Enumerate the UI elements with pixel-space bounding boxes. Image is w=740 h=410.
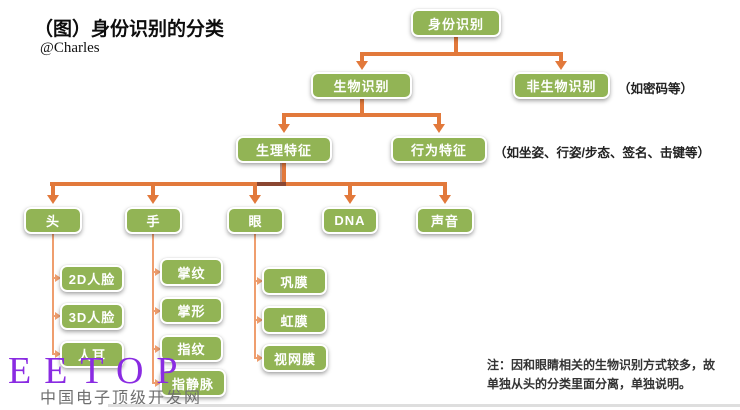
arrow-down-eye-icon: [249, 195, 261, 204]
author-credit: @Charles: [40, 40, 100, 56]
node-palm-print: 掌纹: [160, 258, 223, 286]
connector-hand-drop: [151, 182, 155, 196]
eetop-logo-subtitle: 中国电子顶级开发网: [40, 390, 203, 407]
node-non-biometric: 非生物识别: [513, 72, 610, 99]
connector-level3-rail: [282, 113, 441, 117]
arrow-right-ear-icon: [55, 350, 61, 358]
node-sclera: 巩膜: [262, 267, 327, 295]
connector-behavior-drop: [437, 113, 441, 125]
note-behavioral-example: （如坐姿、行姿/步态、签名、击键等）: [494, 146, 710, 160]
arrow-down-nonbio-icon: [555, 61, 567, 70]
connector-bio-stem: [360, 98, 364, 115]
connector-level4-rail: [50, 182, 446, 186]
node-palm-shape: 掌形: [160, 297, 223, 324]
node-2d-face: 2D人脸: [60, 265, 124, 292]
connector-eye-branch-line: [254, 233, 256, 359]
arrow-right-retina-icon: [257, 354, 263, 362]
connector-physio-stem-shade: [280, 162, 282, 183]
node-physiological: 生理特征: [236, 136, 332, 163]
connector-root-stem: [454, 36, 458, 54]
node-behavioral: 行为特征: [391, 136, 487, 163]
connector-bio-drop: [360, 52, 364, 62]
node-dna: DNA: [322, 207, 378, 234]
node-fingerprint: 指纹: [160, 335, 223, 362]
connector-face3d-seg: [52, 315, 55, 317]
node-biometric: 生物识别: [311, 72, 412, 99]
connector-nonbio-drop: [559, 52, 563, 62]
connector-palmprint-seg: [152, 271, 156, 273]
footnote-line-1: 注：因和眼睛相关的生物识别方式较多，故: [487, 358, 716, 372]
connector-hand-branch-line: [152, 233, 154, 383]
arrow-right-fingervein-icon: [155, 379, 161, 387]
node-hand: 手: [125, 207, 182, 234]
connector-head-drop: [51, 182, 55, 196]
arrow-down-bio-icon: [356, 61, 368, 70]
arrow-down-behavior-icon: [433, 124, 445, 133]
connector-face2d-seg: [52, 277, 55, 279]
arrow-down-dna-icon: [344, 195, 356, 204]
node-human-ear: 人耳: [60, 341, 124, 368]
footnote: 注：因和眼睛相关的生物识别方式较多，故 单独从头的分类里面分离，单独说明。: [487, 356, 715, 394]
bottom-divider: [108, 404, 740, 407]
arrow-right-palmshape-icon: [155, 307, 161, 315]
connector-physio-stem: [282, 162, 286, 183]
connector-eye-drop: [253, 182, 257, 196]
note-non-biometric-example: （如密码等）: [618, 82, 694, 96]
node-3d-face: 3D人脸: [60, 303, 124, 330]
connector-level2-rail: [360, 52, 563, 56]
connector-head-branch-line: [52, 233, 54, 354]
arrow-right-face2d-icon: [55, 274, 61, 282]
node-voice: 声音: [416, 207, 474, 234]
connector-fingerprint-seg: [152, 348, 156, 350]
page-title: （图）身份识别的分类: [34, 19, 225, 40]
node-iris: 虹膜: [262, 306, 327, 334]
arrow-down-voice-icon: [439, 195, 451, 204]
eetop-logo: EETOP: [8, 350, 191, 392]
connector-sclera-seg: [254, 280, 258, 282]
arrow-down-head-icon: [47, 195, 59, 204]
connector-overlap-shade: [253, 182, 286, 186]
footnote-line-2: 单独从头的分类里面分离，单独说明。: [487, 377, 692, 392]
node-retina: 视网膜: [262, 344, 328, 372]
connector-iris-seg: [254, 319, 258, 321]
connector-fingervein-seg: [152, 382, 156, 384]
node-finger-vein: 指静脉: [160, 369, 226, 397]
node-head: 头: [24, 207, 82, 234]
arrow-down-hand-icon: [147, 195, 159, 204]
connector-physio-drop: [282, 113, 286, 125]
node-identity-recognition: 身份识别: [411, 9, 501, 37]
arrow-right-iris-icon: [257, 316, 263, 324]
arrow-right-sclera-icon: [257, 277, 263, 285]
arrow-right-fingerprint-icon: [155, 345, 161, 353]
connector-retina-seg: [254, 357, 258, 359]
arrow-right-palmprint-icon: [155, 268, 161, 276]
connector-voice-drop: [443, 182, 447, 196]
connector-palmshape-seg: [152, 310, 156, 312]
node-eye: 眼: [227, 207, 284, 234]
connector-ear-seg: [52, 353, 55, 355]
arrow-down-physio-icon: [278, 124, 290, 133]
arrow-right-face3d-icon: [55, 312, 61, 320]
connector-dna-drop: [348, 182, 352, 196]
